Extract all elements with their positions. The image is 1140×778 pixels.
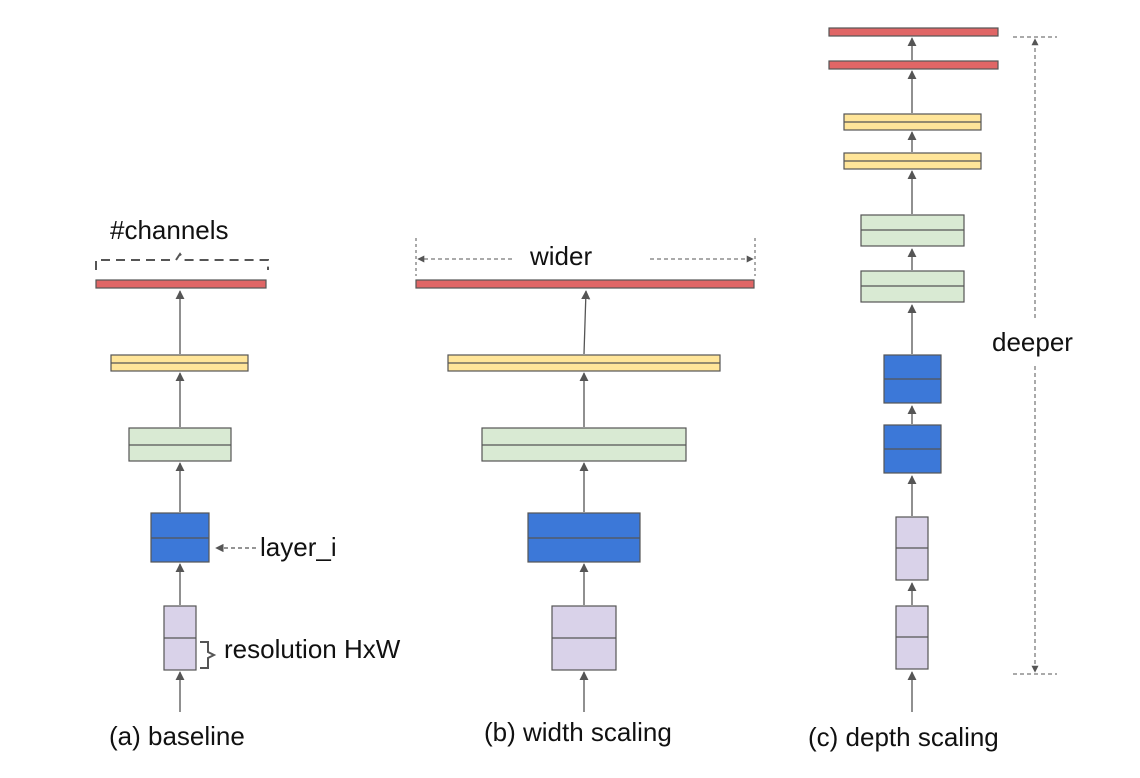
layer-red [828,60,999,70]
layer-blue [883,354,942,404]
wider-label: wider [529,241,592,271]
channels-label: #channels [110,215,229,245]
depth-panel: deeper (c) depth scaling [808,27,1073,752]
resolution-label: resolution HxW [224,634,401,664]
layer-yellow [843,152,982,170]
layer-yellow [110,354,249,372]
layer-yellow [843,113,982,131]
layer-lavender [895,516,929,581]
layer-blue [150,512,210,563]
baseline-caption: (a) baseline [109,721,245,751]
layer-lavender [163,605,197,671]
width-panel: wider (b) width scaling [415,238,756,747]
layer-blue [883,424,942,474]
layer-label: layer_i [260,532,337,562]
layer-yellow [447,354,721,372]
layer-green [860,270,965,303]
deeper-label: deeper [992,327,1073,357]
layer-red [95,279,267,289]
baseline-panel: #channels layer_i resolution HxW (a) bas… [95,215,401,751]
channels-brace [95,252,269,270]
layer-green [481,427,687,462]
arrow [581,290,591,355]
layer-red [415,279,755,289]
resolution-brace [200,641,217,669]
layer-green [860,214,965,247]
layer-lavender [551,605,617,671]
width-caption: (b) width scaling [484,717,672,747]
layer-lavender [895,605,929,670]
depth-caption: (c) depth scaling [808,722,999,752]
layer-red [828,27,999,37]
layer-green [128,427,232,462]
layer-blue [527,512,641,563]
